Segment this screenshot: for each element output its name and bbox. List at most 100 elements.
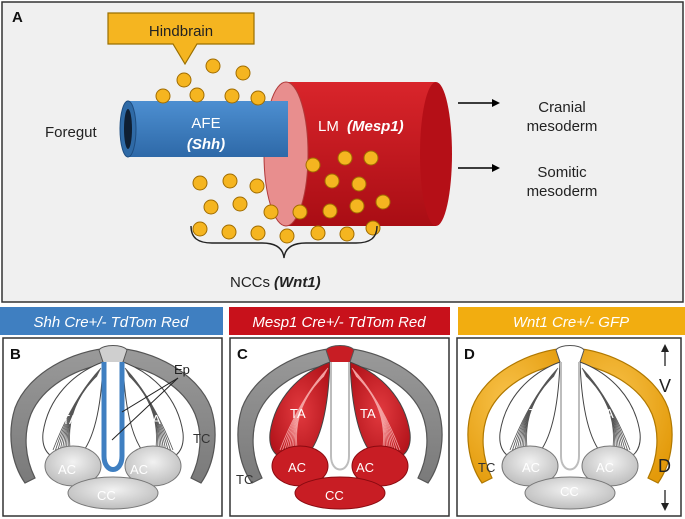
nccs-gene-label: (Wnt1)	[274, 274, 321, 291]
panel-d-v-label: V	[659, 376, 671, 396]
cricoid-cartilage	[524, 476, 616, 510]
ncc-cell	[250, 225, 266, 241]
arrow-somitic-head	[492, 164, 500, 172]
ncc-cell	[192, 175, 208, 191]
thyroid-cartilage-right	[571, 347, 673, 484]
larynx-diagram-c	[237, 345, 443, 510]
ncc-cell	[232, 196, 248, 212]
orientation-arrow-up-head	[661, 344, 669, 352]
panel-a-letter: A	[12, 9, 23, 26]
ncc-cell	[305, 157, 321, 173]
panel-b-header	[0, 307, 223, 335]
cranial-label-line1: Cranial	[538, 99, 586, 116]
larynx-diagram-d	[467, 345, 673, 510]
ncc-cell	[250, 90, 266, 106]
laryngeal-lumen	[330, 362, 350, 471]
ncc-cell	[351, 176, 367, 192]
somitic-label-line1: Somitic	[537, 164, 587, 181]
ncc-cell	[292, 204, 308, 220]
ncc-cell	[222, 173, 238, 189]
panel-b-header-text: Shh Cre+/- TdTom Red	[34, 314, 190, 331]
thyroid-cartilage-left	[10, 347, 112, 484]
orientation-arrow-down-head	[661, 503, 669, 511]
panel-c-tc: TC	[236, 472, 253, 487]
ncc-cell	[189, 87, 205, 103]
ncc-cell	[375, 194, 391, 210]
panel-a: A Hindbrain AFE (Shh) LM (Mesp1) Foregut…	[1, 1, 684, 303]
ncc-cell	[203, 199, 219, 215]
panel-c-ta-left: TA	[290, 406, 306, 421]
thyroid-cartilage-left	[237, 347, 339, 484]
cricoid-cartilage	[67, 476, 159, 510]
laryngeal-lumen	[560, 362, 580, 471]
afe-gene-label: (Shh)	[187, 136, 225, 153]
ncc-cell	[363, 150, 379, 166]
arrow-cranial-head	[492, 99, 500, 107]
hindbrain-callout	[107, 12, 255, 66]
ncc-cell	[235, 65, 251, 81]
panel-c-ac-right: AC	[356, 460, 374, 475]
panel-c-header-text: Mesp1 Cre+/- TdTom Red	[252, 314, 426, 331]
ncc-cell	[205, 58, 221, 74]
ncc-cell	[263, 204, 279, 220]
ncc-dots	[155, 58, 391, 244]
panel-c-header	[229, 307, 450, 335]
ncc-cell	[322, 203, 338, 219]
afe-label: AFE	[191, 115, 220, 132]
somitic-label-line2: mesoderm	[527, 183, 598, 200]
panel-b-cc: CC	[97, 488, 116, 503]
panel-c-ac-left: AC	[288, 460, 306, 475]
panel-d-ac-right: AC	[596, 460, 614, 475]
panel-d-header	[458, 307, 685, 335]
cricoid-cartilage	[294, 476, 386, 510]
panel-b-letter: B	[10, 346, 21, 363]
ncc-cell	[176, 72, 192, 88]
ncc-cell	[365, 220, 381, 236]
thyroid-cartilage-right	[341, 347, 443, 484]
ncc-cell	[339, 226, 355, 242]
panel-b-tc: TC	[193, 431, 210, 446]
afe-tube	[119, 100, 288, 158]
panel-b-ac-right: AC	[130, 462, 148, 477]
ncc-cell	[249, 178, 265, 194]
panel-d-header-text: Wnt1 Cre+/- GFP	[513, 314, 629, 331]
cranial-label-line2: mesoderm	[527, 118, 598, 135]
ncc-cell	[349, 198, 365, 214]
hindbrain-label: Hindbrain	[149, 23, 213, 40]
panel-b-ta-left: TA	[62, 412, 78, 427]
ep-pointer-1	[121, 377, 179, 413]
panel-b-ep-label: Ep	[174, 362, 190, 377]
panel-c-cc: CC	[325, 488, 344, 503]
ncc-brace	[190, 225, 378, 259]
afe-tube-body	[128, 101, 288, 157]
panel-d-ac-left: AC	[522, 460, 540, 475]
panel-d-d-label: D	[658, 456, 671, 476]
ncc-cell	[224, 88, 240, 104]
lm-label: LM	[318, 118, 339, 135]
panel-d-tc: TC	[478, 460, 495, 475]
panel-d-letter: D	[464, 346, 475, 363]
panel-c-ta-right: TA	[360, 406, 376, 421]
nccs-label: NCCs	[230, 274, 270, 291]
ncc-cell	[337, 150, 353, 166]
panel-b-ta-right: TA	[145, 412, 161, 427]
afe-tube-lumen	[124, 109, 132, 149]
thyroid-cartilage-left	[467, 347, 569, 484]
thyroid-cartilage-right	[114, 347, 216, 484]
ncc-cell	[192, 221, 208, 237]
panel-d-ta-right: TA	[598, 406, 614, 421]
ncc-cell	[155, 88, 171, 104]
ncc-cell	[279, 228, 295, 244]
panel-d-cc: CC	[560, 484, 579, 499]
lm-cylinder-end	[420, 82, 452, 226]
panel-d-ta-left: TA	[529, 406, 545, 421]
larynx-diagram-b	[10, 345, 216, 510]
ncc-cell	[324, 173, 340, 189]
lm-gene-label: (Mesp1)	[347, 118, 404, 135]
panel-b-ac-left: AC	[58, 462, 76, 477]
laryngeal-lumen	[101, 362, 125, 472]
foregut-label: Foregut	[45, 124, 98, 141]
panel-c-letter: C	[237, 346, 248, 363]
ncc-cell	[221, 224, 237, 240]
